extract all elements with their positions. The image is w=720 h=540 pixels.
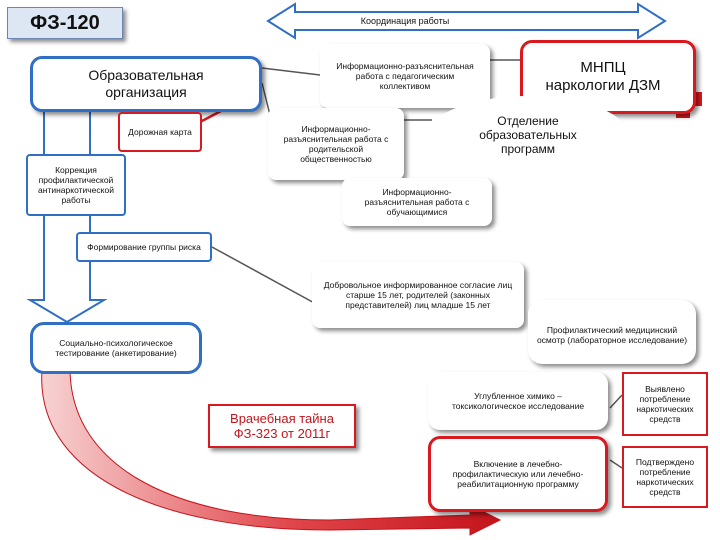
medical-secret-box: Врачебная тайна ФЗ-323 от 2011г [208, 404, 356, 448]
detected-box[interactable]: Выявлено потребление наркотических средс… [622, 372, 708, 436]
medical-exam-box[interactable]: Профилактический медицинский осмотр (лаб… [528, 300, 696, 364]
risk-group-box[interactable]: Формирование группы риска [76, 232, 212, 262]
consent-box[interactable]: Добровольное информированное согласие ли… [312, 262, 524, 328]
edu-dept-ellipse[interactable]: Отделение образовательных программ [428, 96, 628, 174]
coordination-label: Координация работы [360, 15, 450, 26]
coordination-arrow [266, 2, 667, 40]
info-parents-box[interactable]: Информационно-разъяснительная работа с р… [268, 108, 404, 180]
confirmed-box[interactable]: Подтверждено потребление наркотических с… [622, 446, 708, 508]
info-teachers-box[interactable]: Информационно-разъяснительная работа с п… [320, 44, 490, 108]
info-students-box[interactable]: Информационно-разъяснительная работа с о… [342, 178, 492, 226]
curved-red-arrow [41, 367, 502, 536]
deep-test-box[interactable]: Углубленное химико – токсикологическое и… [428, 372, 608, 430]
edu-org-box[interactable]: Образовательная организация [30, 56, 262, 112]
inclusion-box[interactable]: Включение в лечебно-профилактическую или… [428, 436, 608, 512]
roadmap-box[interactable]: Дорожная карта [118, 112, 202, 152]
correction-box[interactable]: Коррекция профилактической антинаркотиче… [26, 154, 126, 216]
law-title: ФЗ-120 [7, 7, 123, 39]
social-test-box[interactable]: Социально-психологическое тестирование (… [30, 322, 202, 374]
vertical-flow-arrow [26, 109, 108, 324]
